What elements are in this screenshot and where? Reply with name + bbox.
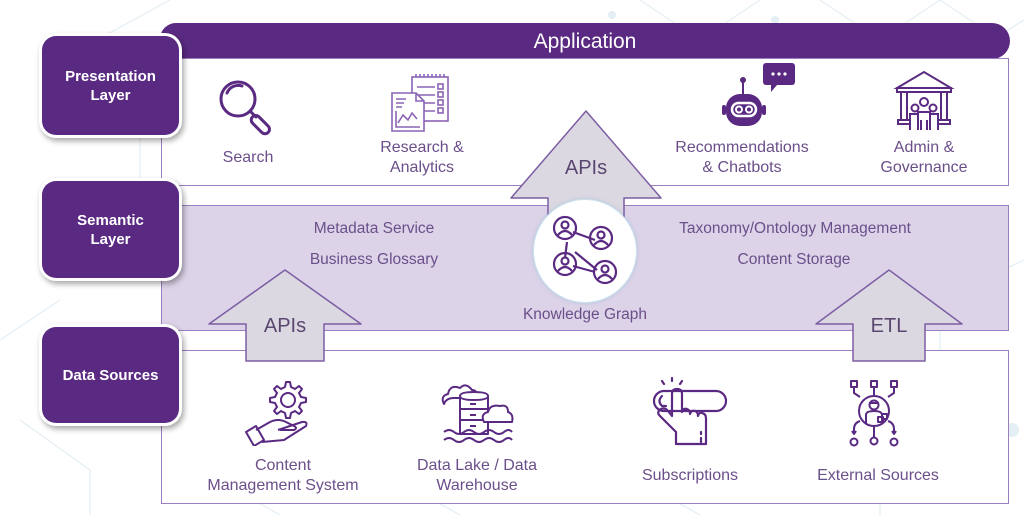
application-header-bar: Application — [160, 23, 1010, 59]
tab-label-line2: Layer — [90, 86, 131, 104]
apis-arrow-up-top — [510, 110, 662, 225]
tab-label-line2: Layer — [90, 230, 131, 248]
cms-icon — [244, 380, 312, 446]
search-icon — [216, 78, 278, 138]
etl-arrow-label: ETL — [870, 315, 908, 337]
cms-label: Content Management System — [188, 456, 378, 496]
admin-governance-label: Admin & Governance — [862, 138, 986, 178]
content-storage-label: Content Storage — [737, 251, 851, 268]
external-sources-label: External Sources — [798, 466, 958, 486]
business-glossary-label: Business Glossary — [309, 251, 439, 268]
presentation-layer-tab: Presentation Layer — [42, 36, 179, 135]
taxonomy-ontology-label: Taxonomy/Ontology Management — [679, 220, 911, 237]
apis-arrow-left-label: APIs — [263, 315, 307, 337]
governance-icon — [893, 70, 955, 134]
data-sources-panel — [161, 350, 1009, 504]
label-line2: Governance — [880, 159, 968, 176]
data-sources-tab: Data Sources — [42, 327, 179, 423]
knowledge-graph-icon — [551, 214, 621, 286]
tab-label-line1: Semantic — [77, 211, 144, 229]
label-line1: Search — [222, 149, 274, 166]
research-analytics-label: Research & Analytics — [360, 138, 484, 178]
label-line1: Research & — [380, 139, 464, 156]
label-line2: Management System — [207, 477, 359, 494]
tab-label-line1: Data Sources — [62, 366, 159, 384]
label-line1: Content — [254, 457, 312, 474]
chatbot-icon — [716, 62, 800, 134]
apis-arrow-up-left — [208, 269, 362, 366]
label-line2: Warehouse — [436, 477, 518, 494]
recommendations-chatbots-label: Recommendations & Chatbots — [662, 138, 822, 178]
label-line2: & Chatbots — [702, 159, 782, 176]
external-sources-icon — [846, 379, 902, 449]
etl-arrow-up — [815, 269, 963, 366]
label-line1: Recommendations — [675, 139, 809, 156]
metadata-service-label: Metadata Service — [313, 220, 435, 237]
data-lake-label: Data Lake / Data Warehouse — [396, 456, 558, 496]
knowledge-graph-node — [533, 199, 637, 303]
label-line1: Data Lake / Data — [416, 457, 538, 474]
subscriptions-icon — [652, 376, 732, 446]
apis-arrow-label: APIs — [564, 157, 608, 179]
data-lake-icon — [440, 382, 514, 444]
label-line2: Analytics — [389, 159, 455, 176]
label-line1: External Sources — [817, 467, 939, 484]
label-line1: Subscriptions — [641, 467, 739, 484]
subscriptions-label: Subscriptions — [620, 466, 760, 486]
search-label: Search — [188, 148, 308, 168]
tab-label-line1: Presentation — [65, 67, 156, 85]
application-title: Application — [533, 30, 637, 53]
semantic-layer-tab: Semantic Layer — [42, 181, 179, 278]
knowledge-graph-label: Knowledge Graph — [522, 306, 648, 323]
research-analytics-icon — [390, 73, 452, 133]
label-line1: Admin & — [893, 139, 955, 156]
